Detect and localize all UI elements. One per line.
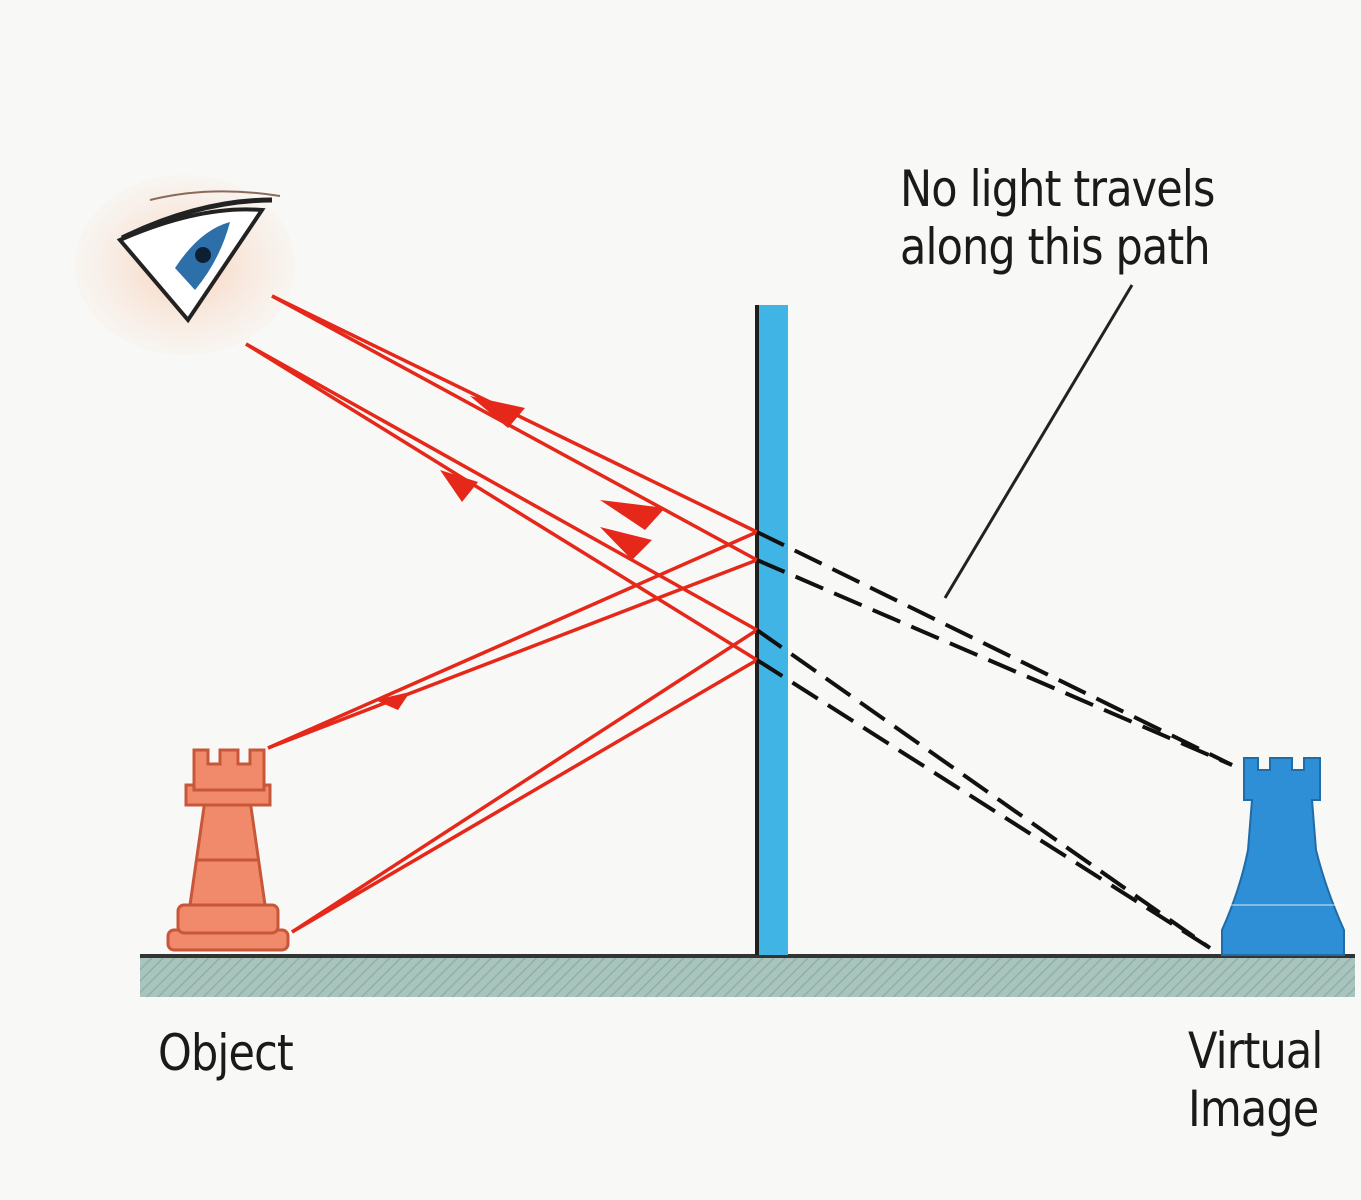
arrow-2 — [440, 470, 478, 502]
note-pointer — [943, 284, 1134, 599]
virtual-rays — [755, 530, 1233, 950]
ray-reflect-3 — [245, 342, 758, 632]
rook-object-icon — [166, 748, 290, 952]
eye-icon — [75, 175, 295, 355]
ray-object-top-1 — [267, 558, 758, 750]
ray-arrows — [375, 396, 665, 710]
virtual-image-label: Virtual Image — [1188, 1022, 1323, 1138]
ray-object-base-1 — [291, 658, 758, 934]
arrow-3 — [600, 500, 665, 530]
virtual-line-2: Image — [1188, 1080, 1319, 1138]
note-line-2: along this path — [900, 218, 1211, 276]
arrow-1 — [470, 396, 525, 428]
rook-image-icon — [1221, 757, 1345, 956]
object-label: Object — [158, 1024, 294, 1082]
dash-1 — [756, 530, 1233, 767]
arrow-4 — [600, 527, 652, 560]
ray-reflect-2 — [271, 294, 758, 562]
light-rays — [245, 294, 758, 934]
note-line-1: No light travels — [900, 160, 1215, 218]
ground — [140, 954, 1355, 997]
arrow-5 — [375, 692, 410, 710]
virtual-line-1: Virtual — [1188, 1022, 1323, 1080]
dash-4 — [755, 658, 1212, 950]
ray-object-base-2 — [291, 628, 758, 934]
ray-object-top-2 — [267, 530, 758, 750]
dash-2 — [756, 558, 1233, 767]
ray-reflect-4 — [245, 342, 758, 662]
note-label: No light travels along this path — [900, 160, 1215, 276]
mirror — [755, 305, 788, 955]
dash-3 — [755, 628, 1212, 950]
